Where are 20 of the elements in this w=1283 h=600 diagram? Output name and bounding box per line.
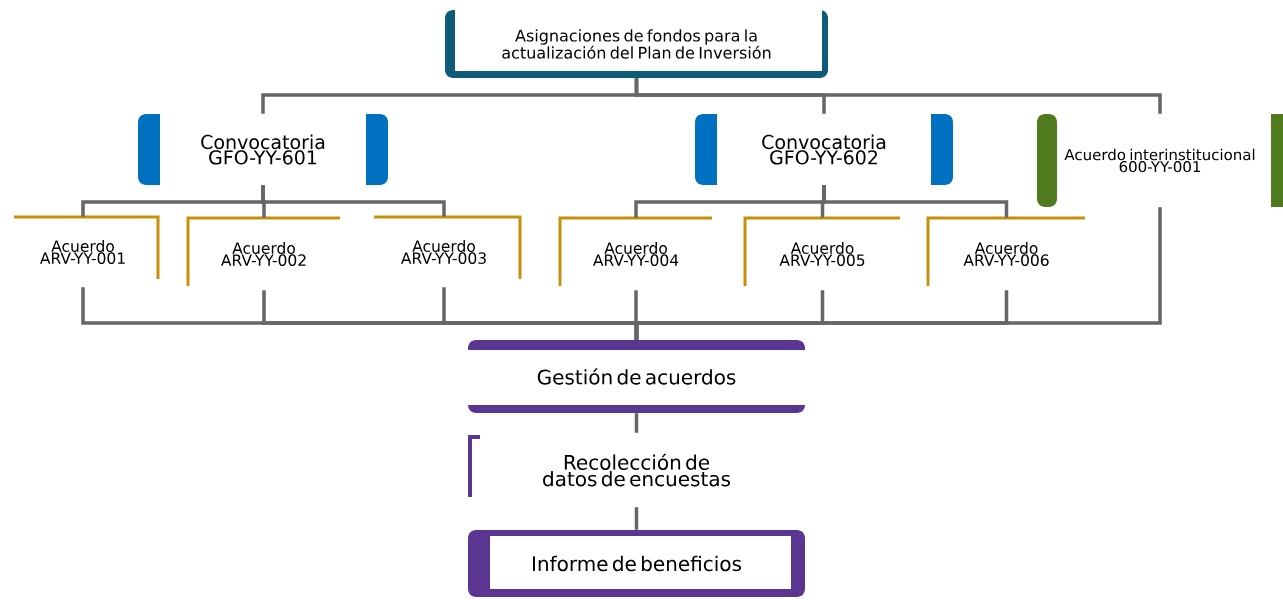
- org-box: Convocatoria GFO-YY-602: [695, 114, 953, 185]
- connector-line: [822, 185, 1009, 218]
- node-label: Acuerdo interinstitucional 600-YY-001: [1064, 148, 1255, 173]
- org-box: Gestión de acuerdos: [468, 340, 805, 413]
- connector-line: [634, 507, 639, 530]
- org-box: Acuerdo ARV-YY-005: [743, 216, 900, 286]
- org-box: Acuerdo interinstitucional 600-YY-001: [1037, 114, 1283, 207]
- org-box: Asignaciones de fondos para la actualización del Plan de Inversión: [445, 10, 828, 78]
- org-box: Convocatoria GFO-YY-601: [138, 114, 388, 185]
- org-box: Acuerdo ARV-YY-004: [558, 216, 712, 286]
- connector-line: [261, 185, 446, 217]
- org-box: Recolección de datos de encuestas: [468, 435, 731, 497]
- connector-line: [634, 413, 639, 433]
- org-box: Informe de beneficios: [468, 530, 805, 597]
- org-box: Acuerdo ARV-YY-002: [186, 216, 340, 286]
- org-box: Acuerdo ARV-YY-001: [14, 215, 160, 279]
- org-box: Acuerdo ARV-YY-003: [374, 215, 522, 279]
- connector-line: [634, 78, 1162, 114]
- connector-line: [634, 207, 1162, 340]
- org-box: Acuerdo ARV-YY-006: [926, 216, 1085, 286]
